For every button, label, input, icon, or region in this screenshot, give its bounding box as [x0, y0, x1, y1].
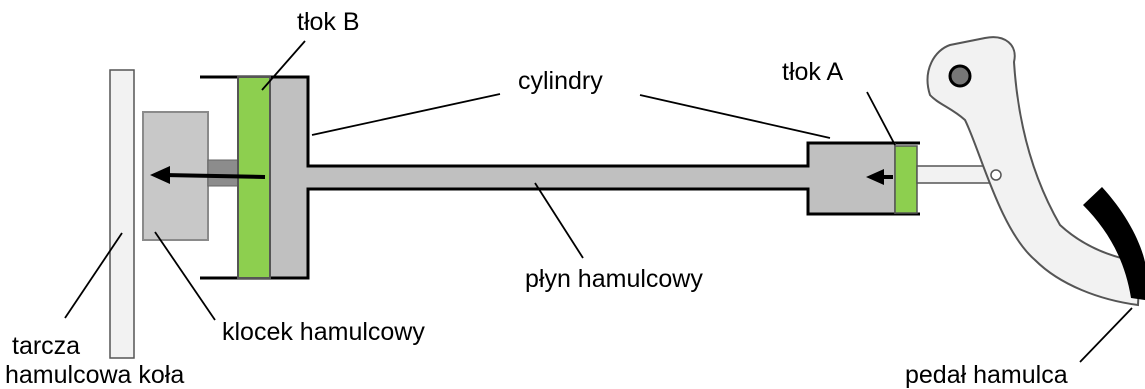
leader-piston-a [866, 91, 896, 146]
pedal-rubber-pad [1083, 187, 1145, 300]
brake-pedal [926, 36, 1142, 307]
pedal-pivot [948, 64, 972, 88]
leader-brake-disc [64, 232, 123, 319]
label-brake-pedal: pedał hamulca [905, 361, 1068, 389]
label-disc-line1: tarcza [12, 332, 80, 360]
label-brake-fluid: płyn hamulcowy [525, 265, 703, 293]
leader-brake-fluid [534, 182, 584, 259]
pushrod-joint [990, 169, 1002, 181]
brake-disc [109, 69, 135, 359]
leader-brake-pedal [1079, 307, 1133, 363]
leader-piston-b [261, 40, 306, 91]
label-piston-b: tłok B [297, 8, 360, 36]
leader-cylinder-small [639, 94, 831, 139]
label-cylinders: cylindry [518, 67, 603, 95]
piston-a [894, 145, 918, 214]
leader-brake-pad [154, 231, 216, 321]
leader-cylinder-large [311, 93, 501, 136]
label-brake-pad: klocek hamulcowy [222, 318, 425, 346]
force-arrow-large [150, 166, 266, 184]
force-arrow-small [866, 169, 893, 185]
cylinder-outline [200, 75, 920, 280]
brake-fluid-body [238, 77, 895, 278]
label-piston-a: tłok A [782, 58, 843, 86]
pad-rod [207, 159, 239, 187]
label-disc-line2: hamulcowa koła [5, 361, 184, 389]
